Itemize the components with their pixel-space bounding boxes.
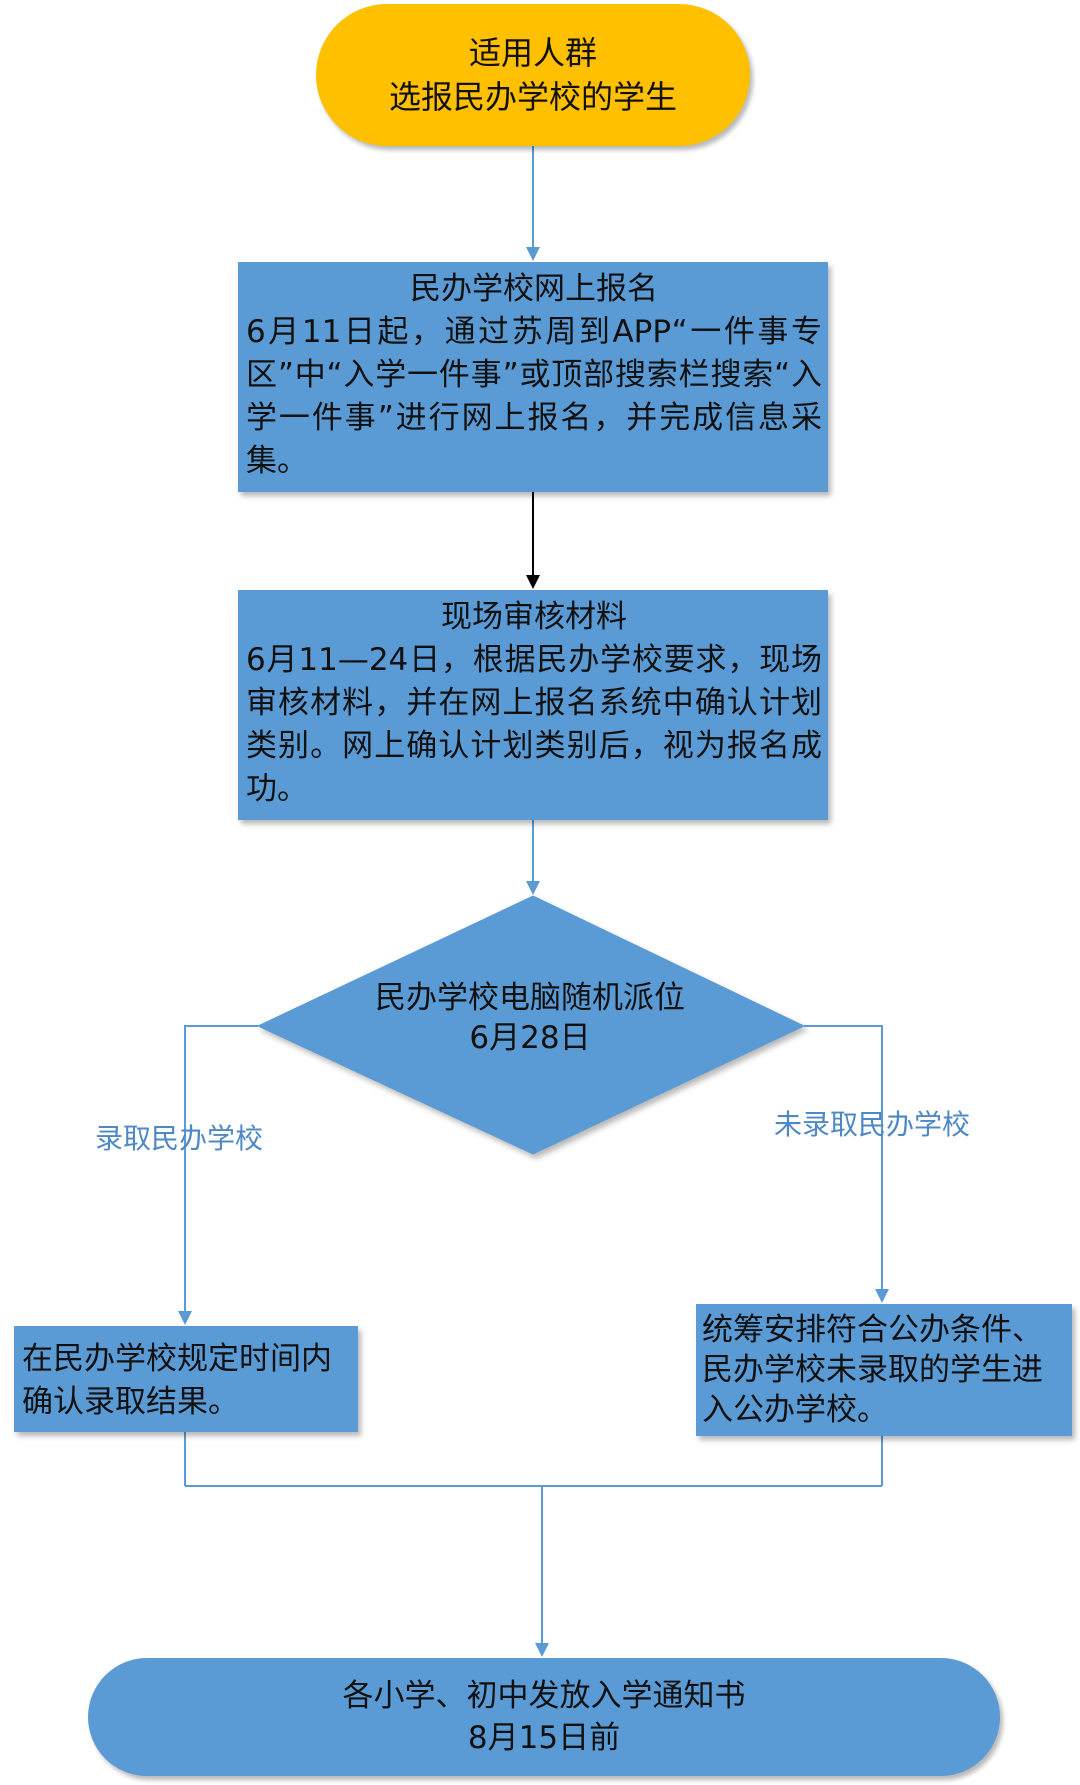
branch-admitted-label: 录取民办学校 xyxy=(95,1122,264,1155)
online-signup-title: 民办学校网上报名 xyxy=(410,271,658,307)
end-date: 8月15日前 xyxy=(467,1720,621,1756)
decision-title: 民办学校电脑随机派位 xyxy=(375,980,685,1016)
start-title: 适用人群 xyxy=(468,34,597,72)
decision-diamond xyxy=(256,895,806,1155)
branch-not-admitted-connector xyxy=(804,1025,889,1303)
onsite-review-description: 6月11—24日，根据民办学校要求，现场审核材料，并在网上报名系统中确认计划类别… xyxy=(246,642,822,807)
online-signup-description: 6月11日起，通过苏周到APP“一件事专区”中“入学一件事”或顶部搜索栏搜索“入… xyxy=(246,314,822,479)
onsite-review-title: 现场审核材料 xyxy=(441,599,627,635)
start-terminal: 适用人群 选报民办学校的学生 xyxy=(316,4,750,146)
confirm-admission-description: 在民办学校规定时间内确认录取结果。 xyxy=(22,1341,332,1420)
end-title: 各小学、初中发放入学通知书 xyxy=(342,1678,746,1714)
public-school-placement-step: 统筹安排符合公办条件、民办学校未录取的学生进入公办学校。 xyxy=(696,1304,1072,1436)
branch-not-admitted-label: 未录取民办学校 xyxy=(774,1108,971,1141)
public-school-placement-description: 统筹安排符合公办条件、民办学校未录取的学生进入公办学校。 xyxy=(702,1312,1043,1428)
onsite-review-step: 现场审核材料 6月11—24日，根据民办学校要求，现场审核材料，并在网上报名系统… xyxy=(238,590,828,820)
start-subtitle: 选报民办学校的学生 xyxy=(388,78,677,116)
confirm-admission-step: 在民办学校规定时间内确认录取结果。 xyxy=(14,1326,358,1432)
online-signup-step: 民办学校网上报名 6月11日起，通过苏周到APP“一件事专区”中“入学一件事”或… xyxy=(238,262,828,492)
end-terminal: 各小学、初中发放入学通知书 8月15日前 xyxy=(88,1658,1000,1776)
branch-admitted-connector xyxy=(178,1025,258,1325)
decision-date: 6月28日 xyxy=(469,1020,591,1056)
decision-text: 民办学校电脑随机派位 6月28日 xyxy=(300,978,760,1058)
